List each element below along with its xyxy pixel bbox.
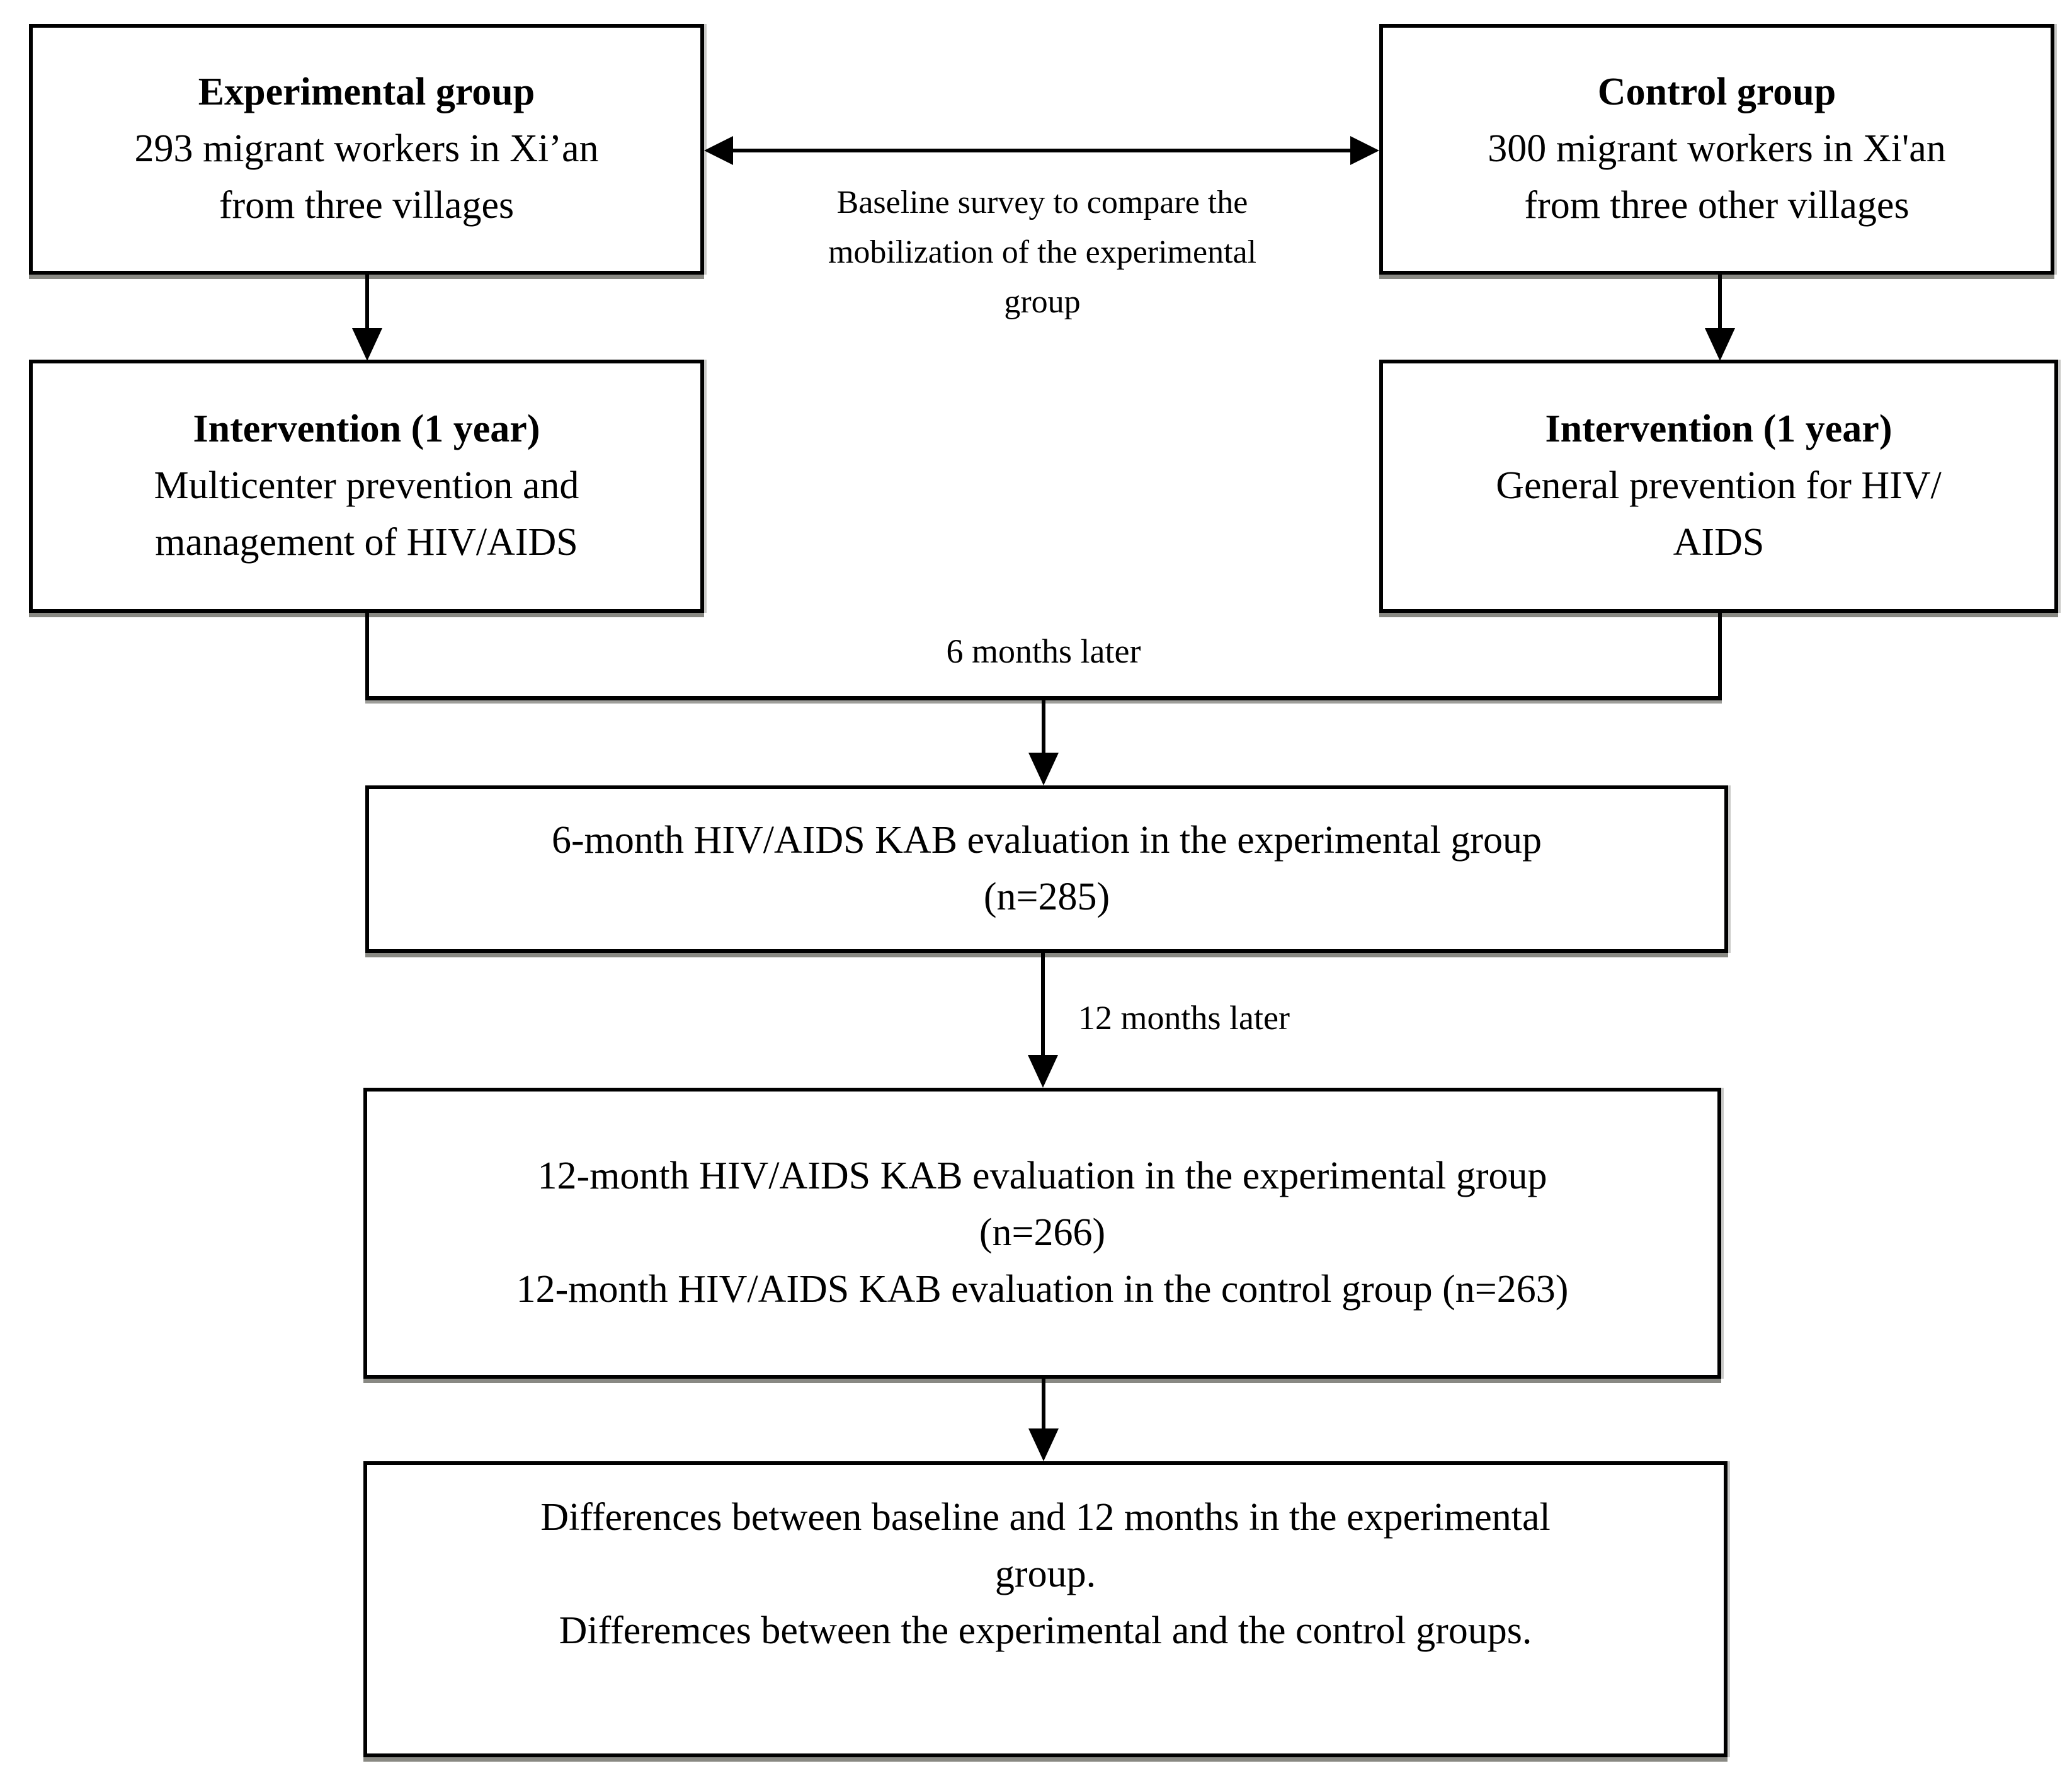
differences-line: Differences between baseline and 12 mont…	[540, 1496, 1551, 1539]
experimental-intervention-box: Intervention (1 year) Multicenter preven…	[29, 360, 704, 613]
twelve-months-later-label: 12 months later	[1078, 999, 1290, 1037]
control-intervention-line: General prevention for HIV/	[1496, 464, 1942, 508]
six-month-evaluation-box: 6-month HIV/AIDS KAB evaluation in the e…	[365, 785, 1728, 953]
control-to-intervention-line	[1718, 275, 1722, 333]
experimental-intervention-title: Intervention (1 year)	[193, 408, 540, 451]
experimental-group-line: 293 migrant workers in Xi’an	[134, 127, 599, 171]
baseline-survey-note-line: group	[1004, 284, 1081, 321]
experimental-group-line: from three villages	[219, 183, 515, 227]
control-group-box: Control group 300 migrant workers in Xi'…	[1379, 24, 2054, 275]
elbow-drop-line	[1042, 700, 1045, 756]
twelve-month-evaluation-line: (n=266)	[979, 1211, 1106, 1255]
twelve-month-evaluation-line: 12-month HIV/AIDS KAB evaluation in the …	[537, 1154, 1547, 1198]
six-months-later-label: 6 months later	[946, 632, 1141, 670]
differences-line: Differemces between the experimental and…	[559, 1609, 1532, 1652]
experimental-group-title: Experimental group	[198, 71, 535, 114]
control-group-line: from three other villages	[1524, 183, 1910, 227]
baseline-connector-line	[729, 149, 1354, 152]
control-intervention-line: AIDS	[1673, 520, 1765, 564]
arrowhead-down-icon	[1028, 1428, 1059, 1461]
six-to-twelve-line	[1041, 953, 1045, 1059]
differences-box: Differences between baseline and 12 mont…	[363, 1461, 1728, 1757]
six-month-evaluation-line: 6-month HIV/AIDS KAB evaluation in the e…	[551, 819, 1542, 862]
experimental-intervention-line: management of HIV/AIDS	[155, 520, 578, 564]
twelve-month-evaluation-box: 12-month HIV/AIDS KAB evaluation in the …	[363, 1088, 1721, 1379]
experimental-elbow-line	[365, 613, 369, 700]
arrowhead-down-icon	[352, 328, 382, 361]
experimental-to-intervention-line	[365, 275, 369, 333]
experimental-intervention-line: Multicenter prevention and	[154, 464, 579, 508]
arrowhead-right-icon	[1350, 136, 1379, 165]
baseline-survey-note: Baseline survey to compare the mobilizat…	[743, 178, 1341, 327]
arrowhead-down-icon	[1705, 328, 1735, 361]
twelve-to-differences-line	[1042, 1379, 1045, 1432]
control-elbow-line	[1718, 613, 1722, 700]
arrowhead-down-icon	[1028, 753, 1059, 785]
differences-line: group.	[994, 1553, 1096, 1596]
arrowhead-down-icon	[1028, 1055, 1058, 1088]
control-intervention-title: Intervention (1 year)	[1545, 408, 1893, 451]
baseline-survey-note-line: Baseline survey to compare the	[836, 185, 1248, 220]
twelve-month-evaluation-line: 12-month HIV/AIDS KAB evaluation in the …	[516, 1267, 1569, 1311]
elbow-horizontal-line	[365, 696, 1722, 700]
six-month-evaluation-line: (n=285)	[983, 875, 1110, 918]
control-group-title: Control group	[1597, 71, 1836, 114]
arrowhead-left-icon	[704, 136, 733, 165]
experimental-group-box: Experimental group 293 migrant workers i…	[29, 24, 704, 275]
baseline-survey-note-line: mobilization of the experimental	[828, 234, 1257, 271]
control-group-line: 300 migrant workers in Xi'an	[1488, 127, 1946, 171]
control-intervention-box: Intervention (1 year) General prevention…	[1379, 360, 2058, 613]
